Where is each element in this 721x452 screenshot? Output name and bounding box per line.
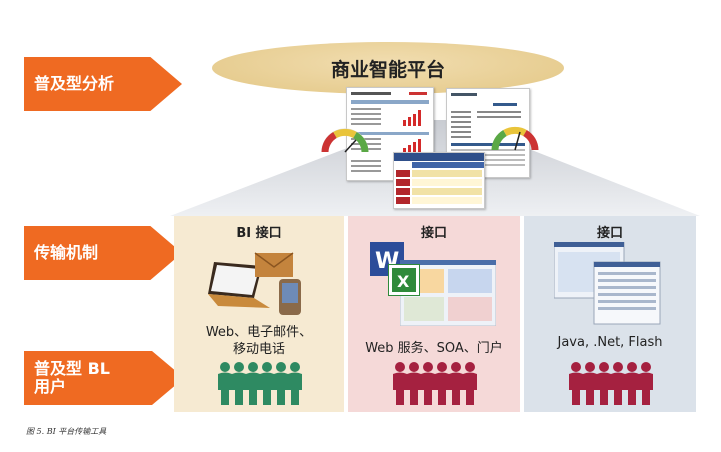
adoption-bi-users-label: 普及型 BL 用户 — [34, 360, 110, 396]
delivery-mechanism-arrow: 传输机制 — [24, 226, 182, 280]
figure-caption: 图 5. BI 平台传输工具 — [26, 427, 107, 436]
platforms-description: Java, .Net, Flash — [557, 335, 663, 350]
laptop-icon — [208, 262, 270, 308]
envelope-icon — [254, 252, 294, 277]
people-icon — [393, 362, 477, 405]
bi-interface-description-line1: Web、电子邮件、 — [205, 325, 313, 340]
gauge-icon — [491, 126, 539, 151]
application-screenshots-icon — [554, 242, 661, 325]
panel-title: 接口 — [596, 226, 623, 241]
bi-interface-description: Web、电子邮件、 移动电话 — [174, 324, 344, 358]
people-icon — [218, 362, 302, 405]
adoption-bi-users-label-line1: 普及型 BL — [34, 359, 110, 378]
bi-interface-panel: BI 接口 Web、电子邮件、 移动电话 — [174, 216, 344, 412]
delivery-mechanism-label: 传输机制 — [34, 243, 99, 262]
profit-table-content — [394, 153, 484, 204]
bi-platform-ellipse: 商业智能平台 — [212, 42, 564, 94]
gauge-icon — [321, 128, 369, 153]
interface-panel-services: 接口 W X Web 服务、SOA、门户 — [348, 216, 520, 412]
platform-title: 商业智能平台 — [330, 58, 445, 81]
adoption-analysis-label: 普及型分析 — [34, 74, 115, 93]
adoption-bi-users-arrow: 普及型 BL 用户 — [24, 351, 184, 405]
panel-title: BI 接口 — [236, 226, 282, 241]
people-icon — [569, 362, 653, 405]
mobile-phone-icon — [279, 279, 301, 315]
adoption-analysis-arrow: 普及型分析 — [24, 57, 182, 111]
adoption-bi-users-label-line2: 用户 — [34, 377, 67, 396]
services-description: Web 服务、SOA、门户 — [365, 341, 503, 356]
report-document-2-content — [451, 93, 525, 166]
excel-icon: X — [388, 264, 420, 296]
panel-title: 接口 — [420, 226, 447, 241]
interface-panel-platforms: 接口 Java, .Net, Flash — [524, 216, 696, 412]
bi-interface-description-line2: 移动电话 — [232, 342, 285, 357]
profit-table-document — [393, 152, 485, 209]
svg-text:X: X — [397, 272, 410, 291]
